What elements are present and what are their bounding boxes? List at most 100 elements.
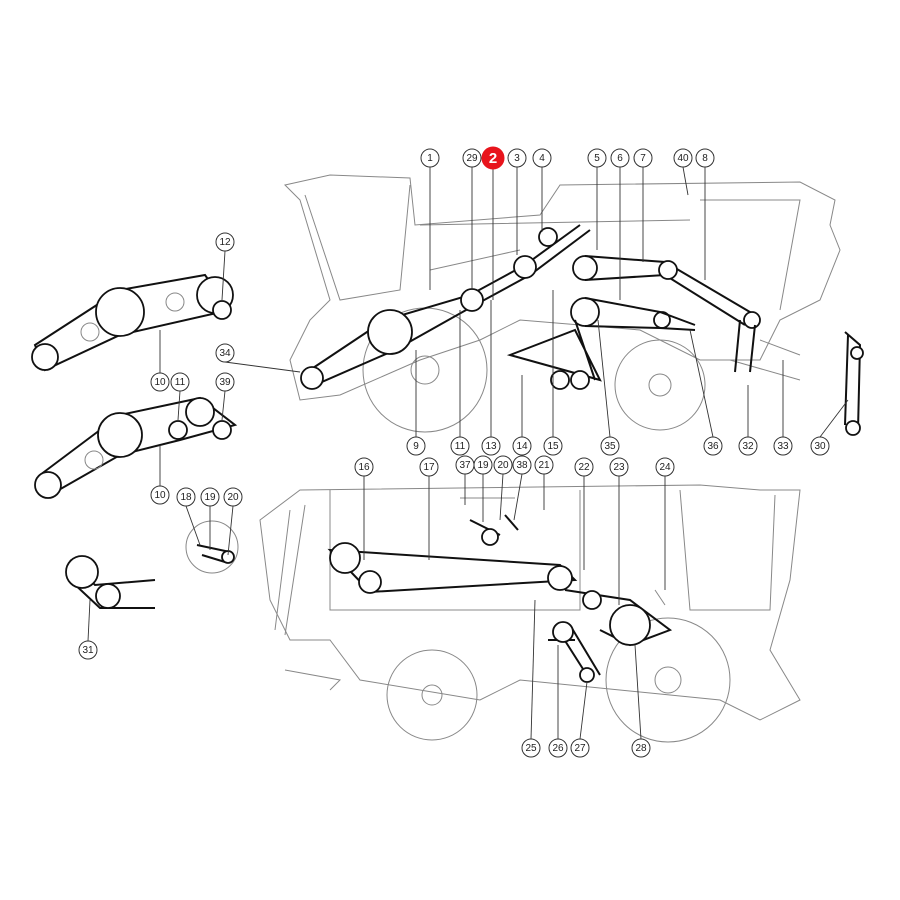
callout-33: 33 [773,360,793,456]
callout-4: 4 [532,148,552,232]
leader-line [499,473,504,521]
callout-23: 23 [609,457,629,605]
callout-circle [534,455,554,475]
callout-circle [521,738,541,758]
callout-number: 11 [455,441,466,452]
callout-number: 4 [539,153,545,164]
callout-number: 34 [219,348,231,359]
callout-2: 2 [481,146,505,300]
callout-19: 19 [200,487,220,550]
callout-36: 36 [689,329,723,456]
callout-39: 39 [215,372,235,421]
callout-30: 30 [810,399,849,456]
callout-circle [548,738,568,758]
callout-circle [810,436,830,456]
callout-number: 36 [707,441,719,452]
callout-number: 25 [525,743,537,754]
callout-21: 21 [534,455,554,510]
callout-20: 20 [223,487,243,556]
callout-10: 10 [150,330,170,392]
callout-number: 39 [219,377,231,388]
callout-number: 17 [423,462,435,473]
callout-number: 32 [742,441,754,452]
leader-line [513,473,523,521]
callout-circle [462,148,482,168]
callout-circle [631,738,651,758]
leader-line [87,599,91,642]
callout-circle [78,640,98,660]
callout-circle [481,436,501,456]
callout-circle [170,372,190,392]
callout-number: 37 [459,460,471,471]
callout-number: 7 [640,153,646,164]
callout-12: 12 [215,232,235,301]
callout-number: 18 [180,492,192,503]
callout-29: 29 [462,148,482,290]
callout-circle [587,148,607,168]
callout-15: 15 [543,290,563,456]
callout-27: 27 [570,681,590,758]
callout-circle [354,457,374,477]
callout-number: 19 [477,460,489,471]
callout-number: 19 [204,492,216,503]
callout-number: 12 [219,237,231,248]
callout-number: 8 [702,153,708,164]
callout-7: 7 [633,148,653,262]
callout-14: 14 [512,375,532,456]
callout-number: 23 [613,462,625,473]
callout-number: 24 [659,462,671,473]
leader-line [689,329,714,438]
callout-number: 21 [538,460,550,471]
callout-3: 3 [507,148,527,255]
callout-circle [655,457,675,477]
callout-number: 5 [594,153,600,164]
callout-circle [406,436,426,456]
callout-22: 22 [574,457,594,570]
callout-circle [419,457,439,477]
top-belts [300,224,864,436]
callout-24: 24 [655,457,675,590]
callout-17: 17 [419,457,439,560]
callout-20: 20 [493,455,513,521]
callout-number: 20 [497,460,509,471]
callout-number: 40 [677,153,689,164]
callout-circle [512,436,532,456]
callout-circle [633,148,653,168]
callout-circle [703,436,723,456]
callout-40: 40 [673,148,693,196]
leader-line [682,166,689,196]
callout-number: 27 [574,743,586,754]
leader-line [221,250,226,301]
leader-line [634,644,642,740]
leader-line [227,505,234,556]
callout-circle [574,457,594,477]
callout-number: 30 [814,441,826,452]
leader-line [185,505,201,546]
callout-25: 25 [521,599,541,758]
callout-circle [543,436,563,456]
callout-1: 1 [420,148,440,290]
callout-number: 28 [635,743,647,754]
callout-11: 11 [170,372,190,421]
callout-circle [215,372,235,392]
callout-number: 13 [485,441,497,452]
callout-circle [610,148,630,168]
callout-37: 37 [455,455,475,505]
callout-number: 38 [516,460,528,471]
callout-circle [532,148,552,168]
callout-circle [420,148,440,168]
leader-line [819,399,849,438]
callout-35: 35 [597,319,620,456]
callout-number: 33 [777,441,789,452]
callout-number: 31 [82,645,94,656]
callout-number: 2 [489,150,497,167]
callout-circle [450,436,470,456]
callout-13: 13 [481,300,501,456]
callout-circle [223,487,243,507]
callout-circle [512,455,532,475]
callout-circle [609,457,629,477]
callout-19: 19 [473,455,493,522]
callout-number: 35 [604,441,616,452]
